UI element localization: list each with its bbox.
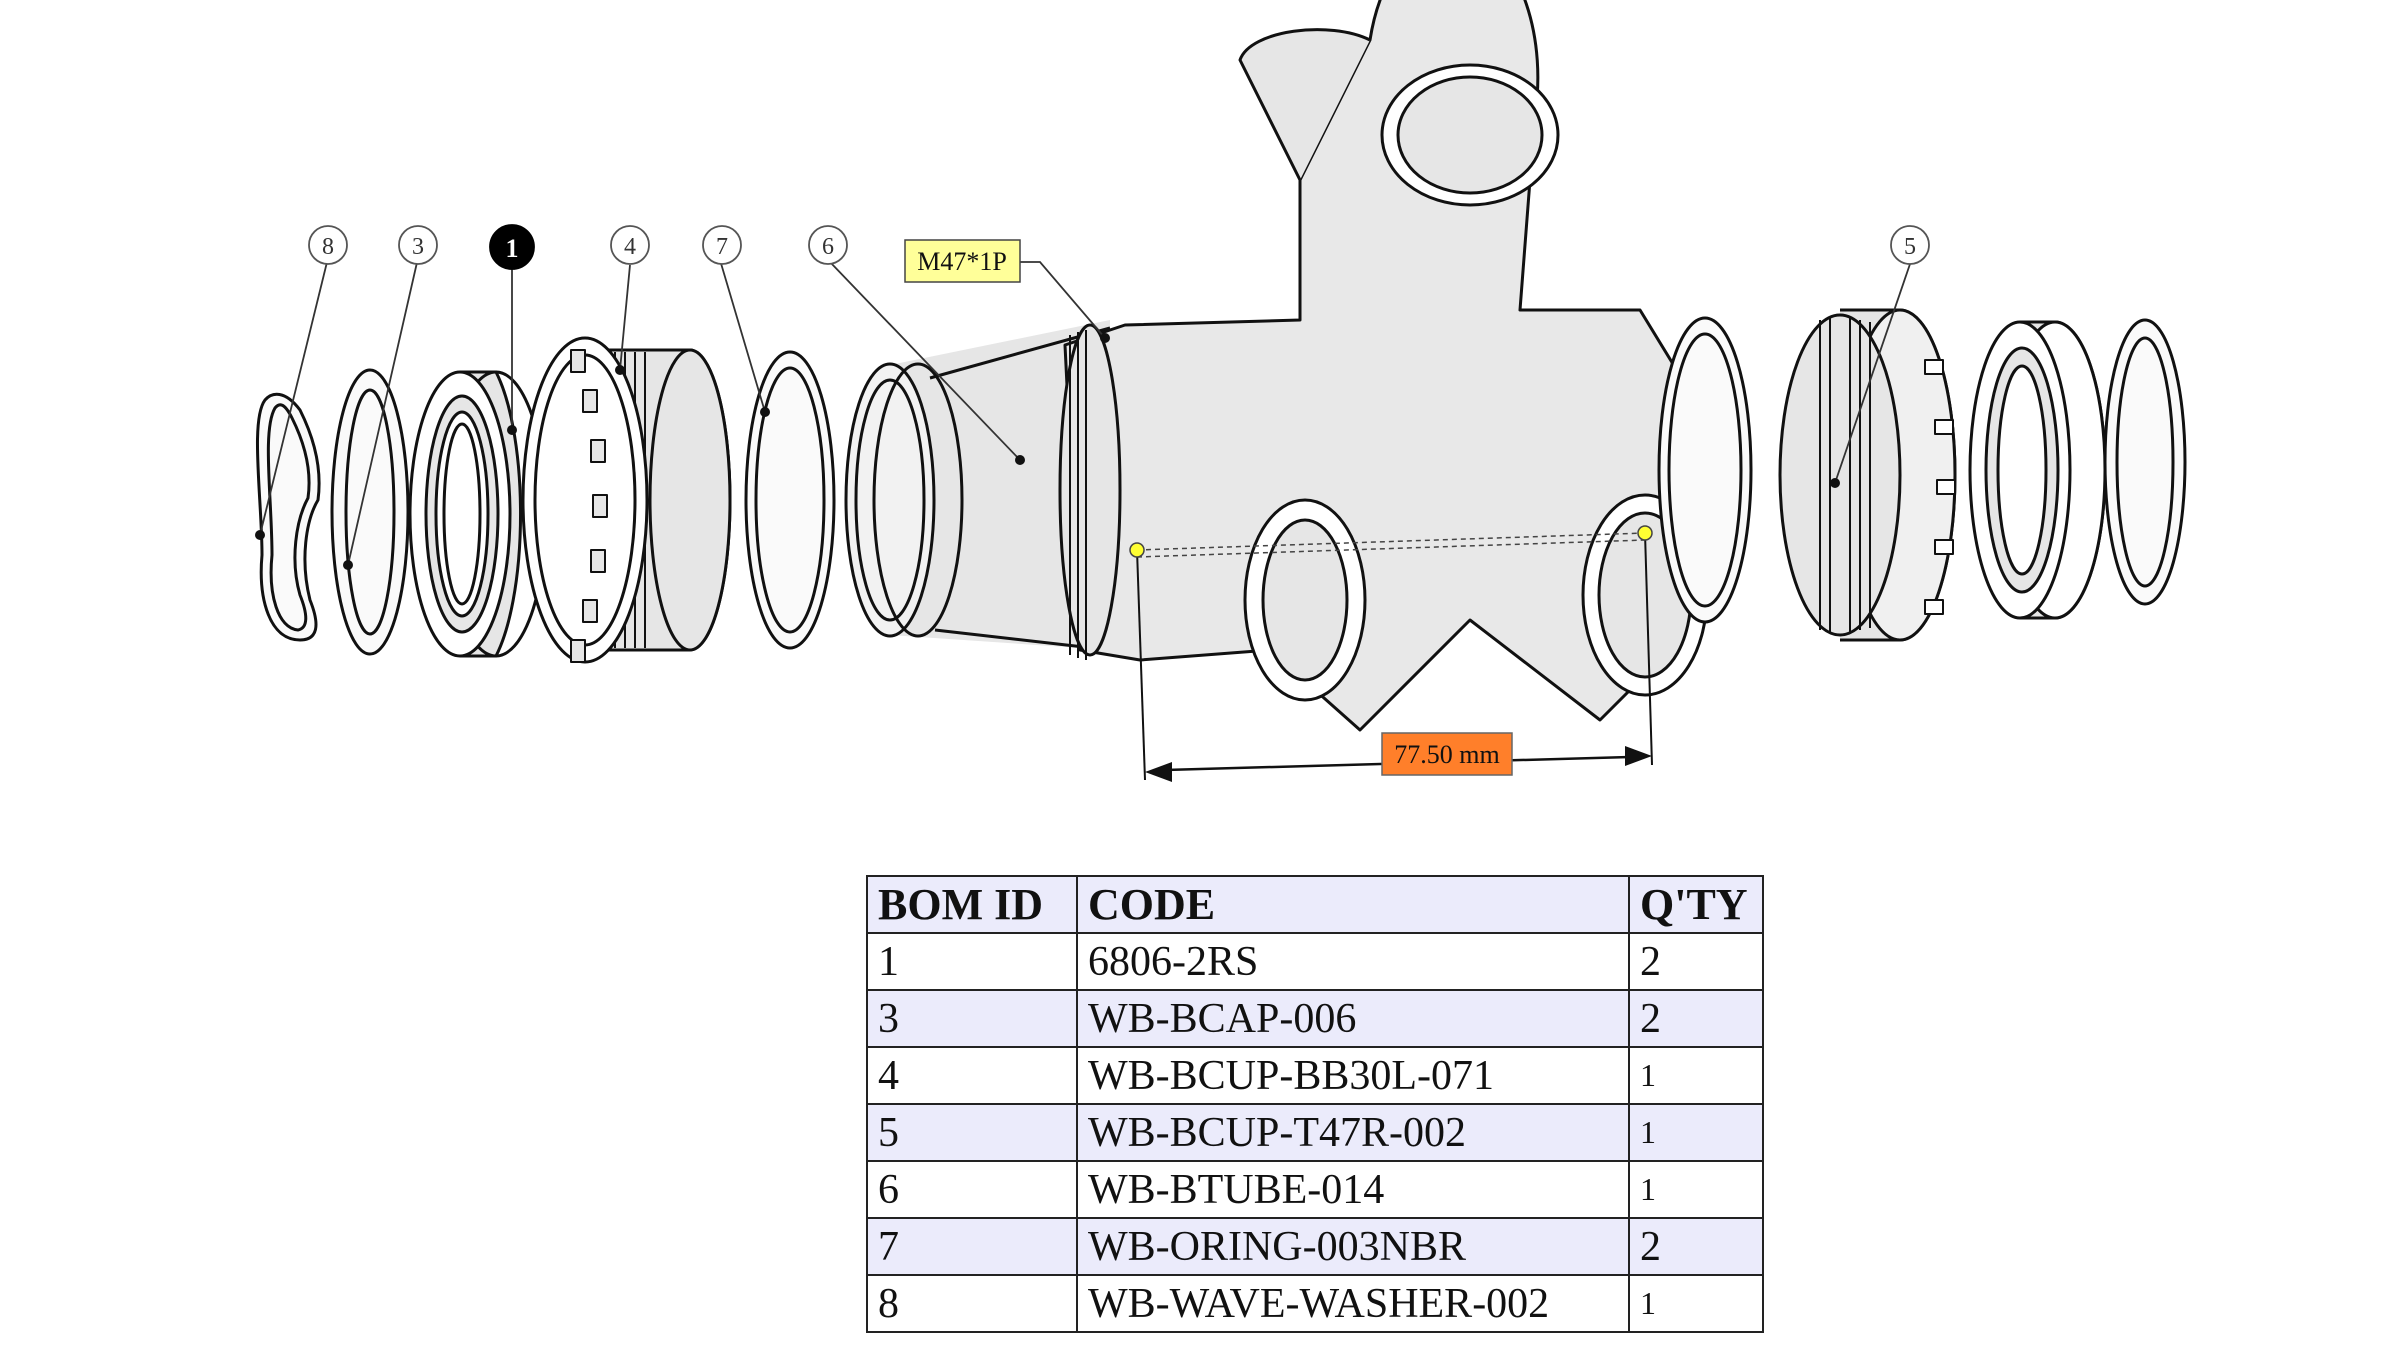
bearing-cap-part — [330, 368, 410, 656]
svg-text:8: 8 — [322, 234, 334, 260]
cell-qty: 1 — [1628, 1103, 1764, 1162]
svg-text:7: 7 — [716, 234, 728, 260]
header-qty: Q'TY — [1628, 875, 1764, 934]
cell-bom-id: 4 — [866, 1046, 1078, 1105]
svg-text:3: 3 — [412, 234, 424, 260]
cell-bom-id: 5 — [866, 1103, 1078, 1162]
exploded-view-drawing: 8 3 1 4 7 6 5 M47*1P 77.50 — [255, 0, 2187, 782]
cell-qty: 1 — [1628, 1274, 1764, 1333]
bottom-bracket-shell-part — [1058, 0, 1709, 732]
table-row: 6 WB-BTUBE-014 1 — [866, 1160, 1764, 1219]
cell-code: WB-BCUP-BB30L-071 — [1076, 1046, 1630, 1105]
callout-8: 8 — [308, 225, 348, 265]
bill-of-materials-table: BOM ID CODE Q'TY 1 6806-2RS 2 3 WB-BCAP-… — [866, 875, 1764, 1333]
cell-bom-id: 8 — [866, 1274, 1078, 1333]
cell-qty: 1 — [1628, 1046, 1764, 1105]
table-row: 7 WB-ORING-003NBR 2 — [866, 1217, 1764, 1276]
cell-qty: 2 — [1628, 1217, 1764, 1276]
o-ring-left-part — [744, 350, 836, 650]
cell-bom-id: 1 — [866, 932, 1078, 991]
bearing-cap-right-part — [2103, 318, 2187, 606]
cell-code: WB-ORING-003NBR — [1076, 1217, 1630, 1276]
svg-text:1: 1 — [506, 234, 519, 263]
dimension-label: 77.50 mm — [1394, 740, 1499, 769]
cell-code: WB-WAVE-WASHER-002 — [1076, 1274, 1630, 1333]
svg-text:5: 5 — [1904, 234, 1916, 260]
o-ring-right-part — [1657, 316, 1753, 624]
cell-qty: 1 — [1628, 1160, 1764, 1219]
header-code: CODE — [1076, 875, 1630, 934]
bearing-right-part — [1968, 320, 2107, 620]
bb-cup-left-part — [521, 336, 732, 664]
callout-7: 7 — [702, 225, 742, 265]
cell-code: 6806-2RS — [1076, 932, 1630, 991]
table-row: 1 6806-2RS 2 — [866, 932, 1764, 991]
callout-3: 3 — [398, 225, 438, 265]
svg-text:M47*1P: M47*1P — [917, 247, 1007, 276]
cell-code: WB-BCUP-T47R-002 — [1076, 1103, 1630, 1162]
header-bom-id: BOM ID — [866, 875, 1078, 934]
svg-text:4: 4 — [624, 234, 636, 260]
bottom-bracket-tube-part — [844, 320, 1111, 652]
callout-5: 5 — [1890, 225, 1930, 265]
callout-6: 6 — [808, 225, 848, 265]
table-row: 3 WB-BCAP-006 2 — [866, 989, 1764, 1048]
callout-1-highlighted: 1 — [489, 224, 535, 270]
table-header-row: BOM ID CODE Q'TY — [866, 875, 1764, 934]
cell-bom-id: 6 — [866, 1160, 1078, 1219]
callout-4: 4 — [610, 225, 650, 265]
table-row: 4 WB-BCUP-BB30L-071 1 — [866, 1046, 1764, 1105]
table-row: 8 WB-WAVE-WASHER-002 1 — [866, 1274, 1764, 1333]
thread-spec-label: M47*1P — [904, 239, 1021, 283]
cell-qty: 2 — [1628, 989, 1764, 1048]
wave-washer-part — [255, 392, 321, 642]
width-measurement: 77.50 mm — [1129, 525, 1653, 782]
cell-bom-id: 7 — [866, 1217, 1078, 1276]
bearing-part — [408, 370, 548, 658]
cell-bom-id: 3 — [866, 989, 1078, 1048]
cell-code: WB-BTUBE-014 — [1076, 1160, 1630, 1219]
svg-text:6: 6 — [822, 234, 834, 260]
table-row: 5 WB-BCUP-T47R-002 1 — [866, 1103, 1764, 1162]
bb-cup-right-part — [1778, 308, 1957, 642]
cell-qty: 2 — [1628, 932, 1764, 991]
cell-code: WB-BCAP-006 — [1076, 989, 1630, 1048]
